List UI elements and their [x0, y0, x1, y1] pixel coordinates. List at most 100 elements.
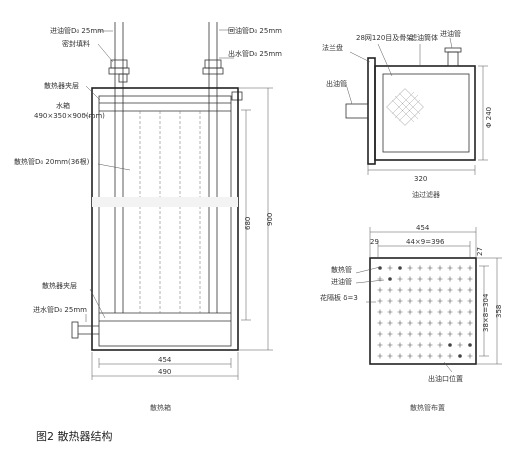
label-filter-inlet: 进油管: [440, 29, 461, 38]
label-water-outlet: 出水管D₀ 25mm: [228, 49, 282, 58]
tube-cross: [437, 353, 443, 359]
tube-cross: [407, 298, 413, 304]
tube-cross: [447, 309, 453, 315]
tube-cross: [427, 331, 433, 337]
tube-cross: [387, 342, 393, 348]
label-seal-packing: 密封填料: [62, 39, 90, 48]
label-layout-radiator-tube: 散热管: [331, 265, 352, 274]
tube-cross: [397, 309, 403, 315]
filter-mesh: [386, 88, 424, 126]
layout-plate-outline: [369, 257, 477, 365]
tube-cross: [467, 265, 473, 271]
left-width-dims: [91, 352, 239, 380]
tube-layout-view: 散热管 进油管 花隔板 δ=3 出油口位置 454 44×9=396 29 27…: [320, 224, 503, 412]
tube-cross: [447, 353, 453, 359]
tube-cross: [437, 287, 443, 293]
tube-hole: [448, 343, 452, 347]
tube-cross: [437, 331, 443, 337]
tube-cross: [407, 265, 413, 271]
label-water-tank: 水箱: [56, 101, 70, 110]
tube-cross: [427, 265, 433, 271]
tube-cross: [397, 331, 403, 337]
tube-cross: [387, 320, 393, 326]
tube-cross: [377, 298, 383, 304]
tube-cross: [427, 309, 433, 315]
label-layout-plate: 花隔板 δ=3: [320, 293, 358, 302]
label-water-inlet: 进水管D₀ 25mm: [33, 305, 87, 314]
dim-layout-offset-x: 29: [370, 238, 379, 246]
tube-cross: [387, 265, 393, 271]
tube-cross: [457, 342, 463, 348]
inlet-pipe-top: [108, 22, 130, 95]
tube-cross: [467, 276, 473, 282]
tube-cross: [457, 331, 463, 337]
dim-layout-outer-width: 454: [416, 224, 430, 232]
tube-cross: [457, 276, 463, 282]
oil-filter-view: 法兰盘 28网120目及骨架 滤油筒体 进油管 出油管 320 Φ 240 油过…: [322, 29, 493, 199]
tube-cross: [417, 320, 423, 326]
tube-cross: [387, 309, 393, 315]
tube-cross: [457, 265, 463, 271]
tube-hole: [458, 354, 462, 358]
tube-cross: [447, 298, 453, 304]
tube-cross: [397, 276, 403, 282]
filter-flange: [367, 57, 376, 165]
tube-cross: [387, 353, 393, 359]
dim-layout-outer-height: 358: [495, 305, 503, 318]
caption-tube-layout: 散热管布置: [410, 403, 445, 412]
tube-cross: [437, 309, 443, 315]
tube-cross: [437, 298, 443, 304]
label-filter-shell: 滤油筒体: [410, 33, 438, 42]
tank-inner-wall: [98, 95, 232, 347]
tube-cross: [387, 298, 393, 304]
tube-cross: [467, 287, 473, 293]
dim-filter-diameter: Φ 240: [485, 107, 493, 128]
tube-cross: [387, 331, 393, 337]
radiator-tank-view: 进油管D₀ 25mm 密封填料 散热器夹层 水箱 490×350×900(mm)…: [14, 22, 282, 412]
tube-cross: [377, 287, 383, 293]
tube-cross: [457, 287, 463, 293]
tube-cross: [417, 265, 423, 271]
tube-cross: [397, 353, 403, 359]
tube-cross: [457, 309, 463, 315]
tube-hole: [398, 266, 402, 270]
dim-inner-height: 680: [244, 217, 252, 230]
tube-cross: [467, 298, 473, 304]
tube-cross: [407, 353, 413, 359]
tube-cross: [417, 353, 423, 359]
tube-cross: [407, 309, 413, 315]
caption-oil-filter: 油过滤器: [412, 190, 440, 199]
tube-cross: [447, 320, 453, 326]
label-radiator-shell-lower: 散热器夹层: [42, 281, 77, 290]
tube-cross: [457, 320, 463, 326]
label-inlet-pipe: 进油管D₀ 25mm: [50, 26, 104, 35]
tube-cross: [437, 342, 443, 348]
caption-radiator-tank: 散热箱: [150, 403, 171, 412]
tank-outer-wall: [91, 87, 239, 351]
tube-cross: [447, 331, 453, 337]
figure-caption: 图2 散热器结构: [36, 429, 113, 443]
label-radiator-tube: 散热管D₀ 20mm(36根): [14, 157, 90, 166]
label-radiator-shell: 散热器夹层: [44, 81, 79, 90]
tube-cross: [407, 320, 413, 326]
tube-hole: [468, 343, 472, 347]
dim-layout-pitch-x: 44×9=396: [406, 238, 445, 246]
label-outlet-position: 出油口位置: [428, 374, 463, 383]
filter-body: [374, 65, 476, 161]
tube-cross: [417, 276, 423, 282]
tube-cross: [417, 287, 423, 293]
label-mesh: 28网120目及骨架: [356, 34, 413, 42]
tube-cross: [457, 298, 463, 304]
tube-cross: [427, 320, 433, 326]
tube-cross: [397, 320, 403, 326]
water-inlet-pipe: [71, 321, 99, 339]
tube-grid: [377, 265, 473, 359]
label-flange: 法兰盘: [322, 43, 343, 52]
label-outlet-pipe: 回油管D₀ 25mm: [228, 26, 282, 35]
tube-cross: [397, 298, 403, 304]
tube-cross: [467, 353, 473, 359]
tube-cross: [437, 265, 443, 271]
tube-cross: [417, 342, 423, 348]
label-water-tank-size: 490×350×900(mm): [34, 112, 105, 120]
tube-hole: [388, 277, 392, 281]
